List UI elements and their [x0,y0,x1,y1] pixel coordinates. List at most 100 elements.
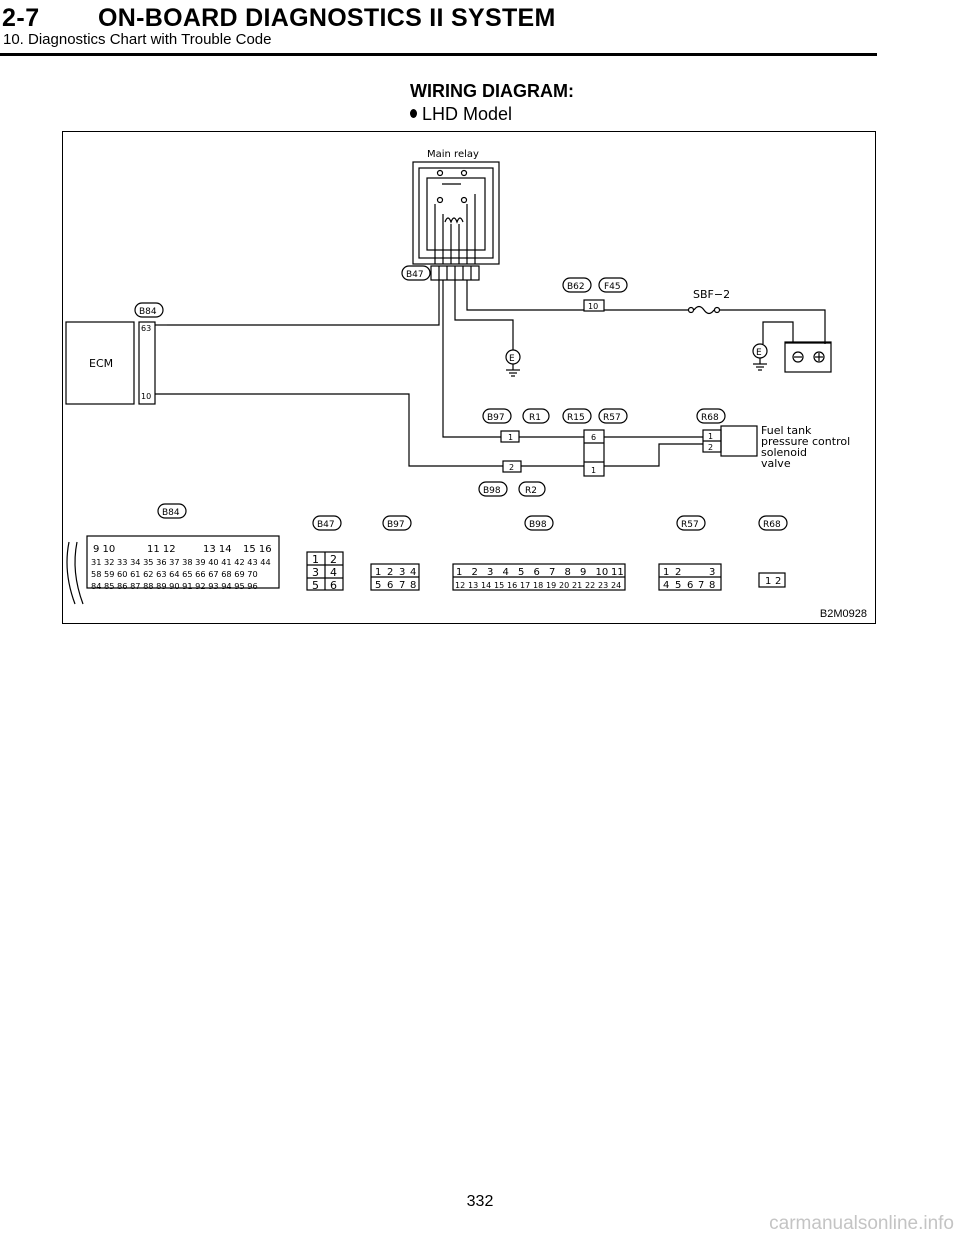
tag-r2-text: R2 [525,486,537,496]
tag-b62-text: B62 [567,282,585,292]
b98-face-pin: 21 [572,581,582,590]
tag-r15 [562,408,592,424]
b98-face-pin: 6 [534,567,540,578]
fuse-end-left [687,306,695,314]
r57-pin-1: 1 [591,466,596,475]
tag-b98-face-text: B98 [529,520,547,530]
b98-face-pin: 3 [487,567,493,578]
section-heading: WIRING DIAGRAM: [410,81,574,101]
b98-face-pin: 20 [559,581,569,590]
tag-b98-text: B98 [483,486,501,496]
b98-face-pin: 23 [598,581,608,590]
b84-face [86,535,280,589]
battery-pos-icon [813,351,825,363]
wire-b47-to-ground [454,280,514,350]
relay-contact-b [460,169,468,177]
b97-face-pin: 6 [387,580,393,591]
tag-b97-face [382,515,412,531]
main-relay-label: Main relay [427,149,479,160]
bullet-dot-icon [410,109,417,118]
b97-pin-1: 1 [508,433,513,442]
ecm-connector [138,321,156,405]
r57-face-pin: 3 [709,567,715,578]
section-number: 2-7 [2,4,40,32]
wire-b47-to-b97 [442,280,501,438]
wiring-diagram: Main relay B47 E B62 F45 10 SBF−2 [62,131,876,624]
tag-b47 [401,265,431,281]
b98-face-pin: 14 [481,581,491,590]
b97-face-pin: 7 [399,580,405,591]
ground-e-label-2: E [756,348,762,358]
f45-pin-10: 10 [588,302,598,311]
relay-contact-a [436,169,444,177]
tag-b47-face [312,515,342,531]
tag-r57-text: R57 [603,413,621,423]
solenoid-label-4: valve [761,457,791,470]
tag-b97 [482,408,512,424]
b84-harness-curve [66,541,76,605]
relay-contact-c [436,196,444,204]
main-relay-inner [418,167,494,259]
tag-r68 [696,408,726,424]
r57-face-pin: 4 [663,580,669,591]
watermark: carmanualsonline.info [769,1213,954,1234]
b98-face-pin: 18 [533,581,543,590]
solenoid-label-2: pressure control [761,435,850,448]
ecm-pin-63: 63 [141,324,151,333]
r57-face-pin: 1 [663,567,669,578]
battery-neg-icon [792,351,804,363]
r57-face-pin: 2 [675,567,681,578]
b98-face-pin: 15 [494,581,504,590]
b47-face-pin: 6 [330,579,337,592]
r68-pin-1: 1 [708,432,713,441]
ecm-pin-10: 10 [141,392,151,401]
ground-e-label: E [509,354,515,364]
tag-b62 [562,277,592,293]
r68-face-pin: 2 [775,576,781,587]
header-rule [0,53,877,56]
b84-face-row1: 31 32 33 34 35 36 37 38 39 40 41 42 43 4… [91,557,271,567]
wire-r57-to-r68-2 [604,443,703,467]
wire-ecm-10-to-b98 [155,393,503,467]
tag-f45 [598,277,628,293]
fuse-end-right [713,306,721,314]
main-relay-core [426,177,486,251]
b47-face-pin: 4 [330,566,337,579]
b97-face-pin: 8 [410,580,416,591]
tag-b97-text: B97 [487,413,505,423]
tag-r57-face-text: R57 [681,520,699,530]
tag-b98 [478,481,508,497]
main-relay-outer [412,161,500,265]
b98-face-pin: 9 [580,567,586,578]
tag-r68-face [758,515,788,531]
r57-face-pin: 8 [709,580,715,591]
wire-battery-to-ground [762,321,794,344]
b84-harness-curve [74,541,84,605]
wire-fuse-to-battery [720,309,826,344]
ecm-box [65,321,135,405]
b98-face-pin: 19 [546,581,556,590]
b97-face-pin: 5 [375,580,381,591]
b47-face-pin: 5 [312,579,319,592]
tag-r68-face-text: R68 [763,520,781,530]
b98-face-pin: 10 [596,567,609,578]
battery-icon [784,341,832,373]
tag-r1-text: R1 [529,413,541,423]
tag-b47-text: B47 [406,270,424,280]
solenoid-label-1: Fuel tank [761,424,812,437]
page-subtitle: 10. Diagnostics Chart with Trouble Code [3,31,272,48]
tag-b47-face-text: B47 [317,520,335,530]
b98-face-pin: 16 [507,581,517,590]
b98-face-pin: 2 [472,567,478,578]
r57-connector [583,429,605,477]
b97-face-pin: 2 [387,567,393,578]
f45-connector [583,299,605,312]
tag-r2 [518,481,546,497]
b98-face-pin: 1 [456,567,462,578]
b97-face-pin: 3 [399,567,405,578]
r57-face-pin: 7 [698,580,704,591]
tag-r57 [598,408,628,424]
tag-r1 [522,408,550,424]
